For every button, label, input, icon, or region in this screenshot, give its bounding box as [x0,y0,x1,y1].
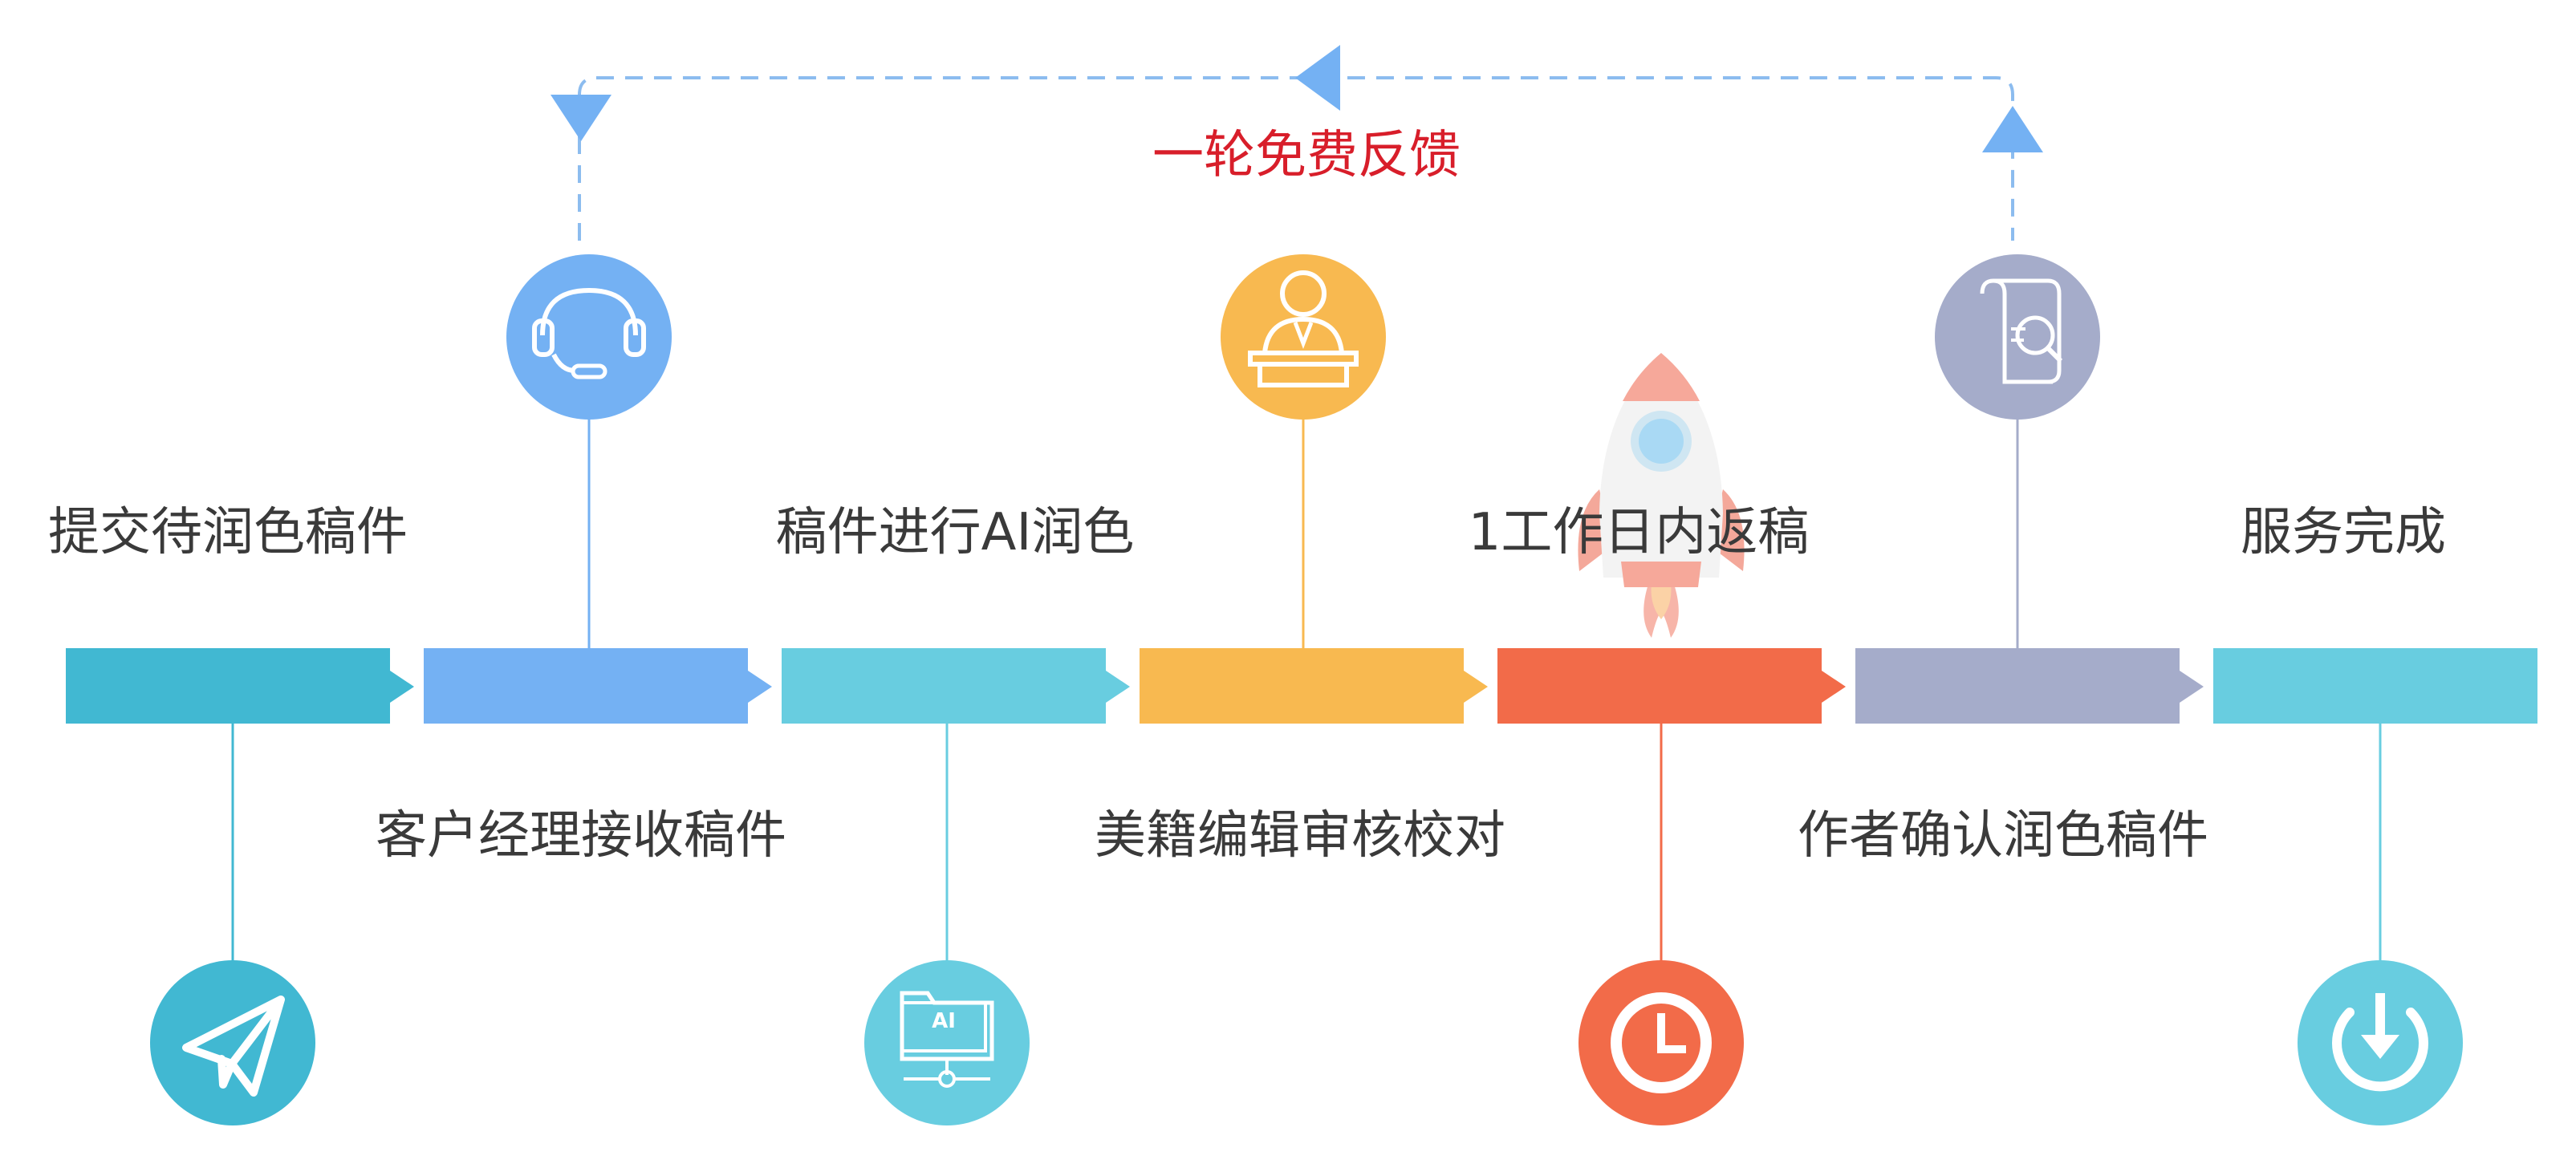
bar-segment-7 [2213,648,2537,724]
loop-arrow-left [1295,45,1340,111]
bar-segment-1 [66,648,414,724]
document-search-icon [1935,254,2100,420]
clock-icon [1579,960,1744,1125]
step-label-receive: 客户经理接收稿件 [376,806,786,866]
editor-person-icon [1221,254,1386,420]
bar-segment-2 [424,648,772,724]
ai-badge-text: AI [932,1009,956,1033]
step-label-review: 美籍编辑审核校对 [1095,806,1505,866]
bar-segment-3 [782,648,1130,724]
bar-segment-6 [1855,648,2204,724]
step-label-return: 1工作日内返稿 [1468,503,1810,562]
step-label-submit: 提交待润色稿件 [48,503,408,562]
rocket-icon [1578,353,1745,638]
download-icon [2298,960,2463,1125]
step-label-ai-polish: 稿件进行AI润色 [775,503,1135,562]
headset-icon [506,254,672,420]
process-bar [66,648,2537,724]
loop-arrow-up [1982,106,2043,152]
bar-segment-5 [1497,648,1846,724]
connector-lines [231,405,2382,963]
loop-arrow-down [551,95,611,141]
bar-segment-4 [1140,648,1488,724]
step-label-confirm: 作者确认润色稿件 [1798,806,2208,866]
feedback-loop-label: 一轮免费反馈 [1152,126,1461,185]
paper-plane-icon [150,960,315,1125]
feedback-loop [551,45,2043,241]
ai-folder-icon [864,960,1030,1125]
step-label-complete: 服务完成 [2241,503,2446,562]
